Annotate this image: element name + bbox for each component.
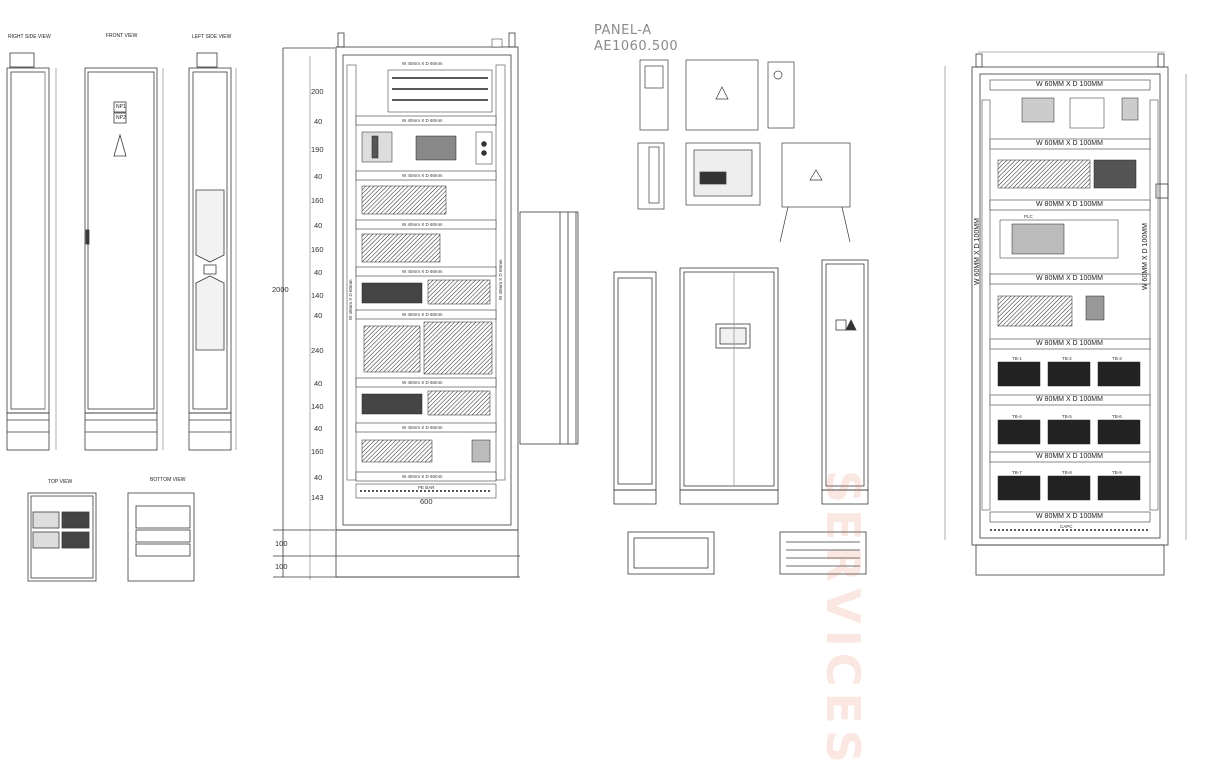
main-panel-trunkings: [355, 115, 497, 482]
tb-label-1: TB-1: [1012, 356, 1022, 361]
tb-label-3: TB-3: [1112, 356, 1122, 361]
right-panel: [944, 51, 1187, 576]
width-dim: 600: [420, 497, 433, 506]
row-dim-1: 200: [311, 87, 324, 96]
plc-label: PLC: [1024, 214, 1033, 219]
right-trunk-label-3: W 80MM X D 100MM: [1036, 201, 1103, 208]
label-right-side-view: RIGHT SIDE VIEW: [8, 34, 51, 40]
row-dim-16: 40: [314, 473, 323, 482]
total-height-dim: 2000: [272, 285, 289, 294]
main-trunk-label-2: W 40mm X D 60mm: [402, 118, 443, 123]
right-trunk-label-8: W 80MM X D 100MM: [1036, 513, 1103, 520]
main-panel-components: [355, 38, 503, 499]
main-trunk-label-9: W 40mm X D 60mm: [402, 474, 443, 479]
main-vertical-trunk-right: W 40mm X D 60mm: [498, 259, 503, 300]
panel-a-views: [637, 59, 851, 243]
main-trunk-label-1: W 40mm X D 60mm: [402, 61, 443, 66]
watermark: SERVICES: [816, 470, 870, 769]
row-dim-17: 143: [311, 493, 324, 502]
right-trunk-label-4: W 80MM X D 100MM: [1036, 275, 1103, 282]
tb-label-6: TB-6: [1112, 414, 1122, 419]
main-panel: [273, 32, 520, 580]
row-dim-9: 140: [311, 291, 324, 300]
tb-label-2: TB-2: [1062, 356, 1072, 361]
right-side-view: [6, 52, 57, 451]
main-trunk-label-4: W 40mm X D 60mm: [402, 222, 443, 227]
right-trunk-label-2: W 60MM X D 100MM: [1036, 140, 1103, 147]
row-dim-11: 240: [311, 346, 324, 355]
label-left-side-view: LEFT SIDE VIEW: [192, 34, 232, 40]
main-trunk-label-5: W 40mm X D 60mm: [402, 269, 443, 274]
row-dim-7: 160: [311, 245, 324, 254]
front-view: [84, 67, 164, 451]
plinth-dim-2: 100: [275, 562, 288, 571]
right-trunk-label-5: W 80MM X D 100MM: [1036, 340, 1103, 347]
label-top-view: TOP VIEW: [48, 479, 73, 485]
panel-a-side-right: [821, 259, 869, 505]
row-dim-8: 40: [314, 268, 323, 277]
main-vertical-trunk-left: W 40mm X D 60mm: [348, 279, 353, 320]
panel-a-side-left: [613, 271, 657, 505]
main-trunk-label-3: W 40mm X D 60mm: [402, 173, 443, 178]
door-label-np2: NP2: [116, 115, 126, 121]
top-view: [27, 492, 97, 582]
row-dim-10: 40: [314, 311, 323, 320]
row-dim-5: 160: [311, 196, 324, 205]
tb-label-9: TB-9: [1112, 470, 1122, 475]
right-vertical-trunk-right: W 60MM X D 100MM: [1142, 223, 1149, 290]
right-bottom-label: CAPC: [1060, 524, 1073, 529]
main-bottom-strip-label: PE BAR: [418, 485, 435, 490]
row-dim-12: 40: [314, 379, 323, 388]
tb-label-4: TB-4: [1012, 414, 1022, 419]
left-side-view: [188, 52, 237, 451]
right-trunk-label-1: W 60MM X D 100MM: [1036, 81, 1103, 88]
panel-a-title: PANEL-A: [594, 23, 652, 38]
row-dim-14: 40: [314, 424, 323, 433]
main-trunk-label-8: W 40mm X D 60mm: [402, 425, 443, 430]
right-trunk-label-7: W 80MM X D 100MM: [1036, 453, 1103, 460]
right-vertical-trunk-left: W 60MM X D 100MM: [974, 218, 981, 285]
door-label-np1: NP1: [116, 104, 126, 110]
label-bottom-view: BOTTOM VIEW: [150, 477, 186, 483]
right-panel-trunkings: [989, 79, 1151, 523]
panel-a-top-view: [627, 531, 715, 575]
right-trunk-label-6: W 80MM X D 100MM: [1036, 396, 1103, 403]
row-dim-6: 40: [314, 221, 323, 230]
tb-label-8: TB-8: [1062, 470, 1072, 475]
row-dim-2: 40: [314, 117, 323, 126]
row-dim-15: 160: [311, 447, 324, 456]
panel-a-front: [679, 267, 779, 505]
tb-label-5: TB-5: [1062, 414, 1072, 419]
main-panel-side-view: [519, 211, 579, 445]
row-dim-4: 40: [314, 172, 323, 181]
bottom-view: [127, 492, 195, 582]
row-dim-3: 190: [311, 145, 324, 154]
right-panel-components: [990, 97, 1150, 531]
plinth-dim-1: 100: [275, 539, 288, 548]
row-dim-13: 140: [311, 402, 324, 411]
tb-label-7: TB-7: [1012, 470, 1022, 475]
main-trunk-label-6: W 40mm X D 60mm: [402, 312, 443, 317]
label-front-view: FRONT VIEW: [106, 33, 138, 39]
panel-a-bottom-view: [779, 531, 867, 575]
panel-layout-drawing: [6, 32, 1187, 582]
panel-a-code: AE1060.500: [594, 39, 679, 54]
main-trunk-label-7: W 40mm X D 60mm: [402, 380, 443, 385]
